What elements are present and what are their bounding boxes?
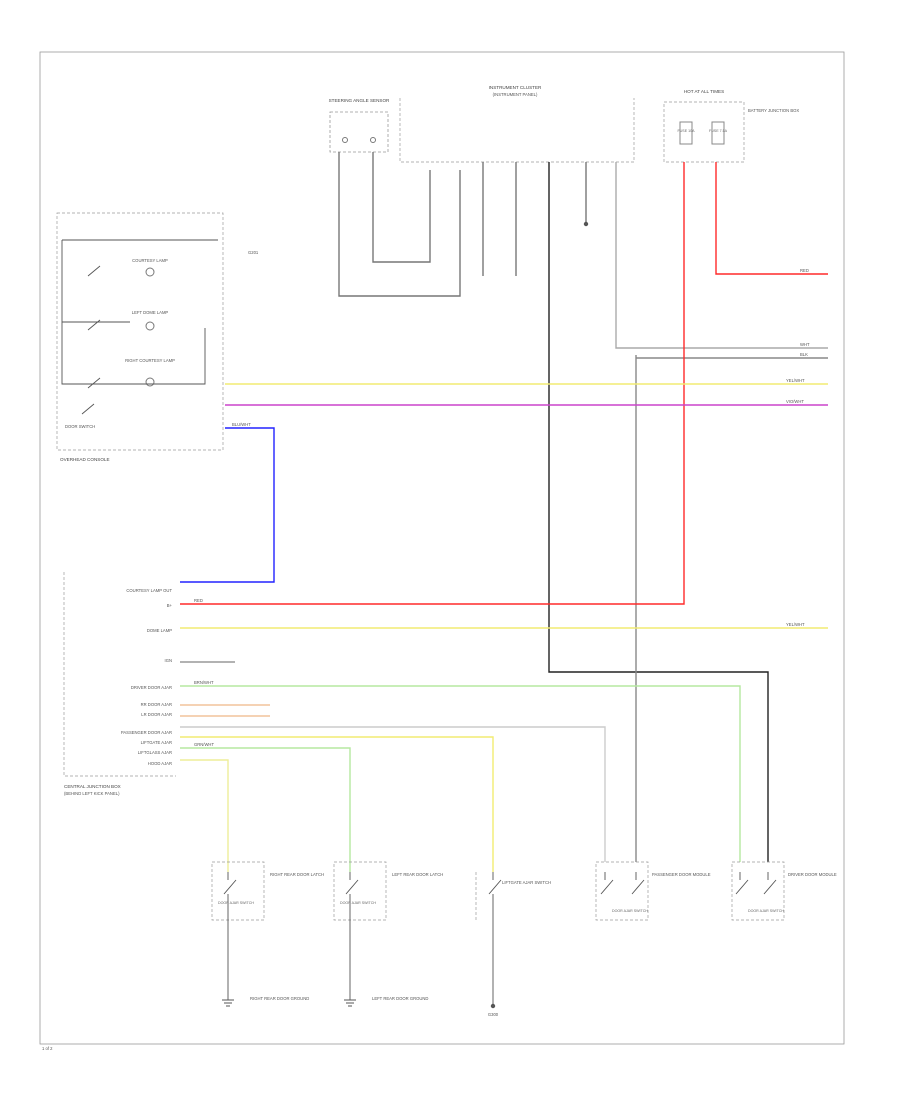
wire-red-fuse-1 [180, 162, 685, 605]
wire-label-yellow-dome: YEL/WHT [786, 622, 805, 627]
courtesy-lamp-label: COURTESY LAMP [132, 258, 168, 263]
page-frame [39, 51, 845, 1045]
wire-label-red-b-plus: RED [194, 598, 203, 603]
wire-label-black: BLK [800, 352, 808, 357]
wire-light-yellow-rr [180, 759, 229, 872]
driver-door-label: DRIVER DOOR MODULE [788, 872, 837, 877]
overhead-console: OVERHEAD CONSOLE COURTESY LAMP LEFT DOME… [56, 212, 259, 462]
pin-liftgate-ajar: LIFTGATE AJAR [141, 740, 172, 745]
left-rear-door-label: LEFT REAR DOOR LATCH [392, 872, 443, 877]
liftgate-label: LIFTGATE AJAR SWITCH [502, 880, 551, 885]
pin-rr-door-ajar: RR DOOR AJAR [141, 702, 172, 707]
ground-g201-label: G201 [248, 250, 259, 255]
left-rear-switch-label: DOOR AJAR SWITCH [340, 901, 376, 905]
wire-gray-top [615, 162, 828, 349]
instrument-cluster: INSTRUMENT CLUSTER (INSTRUMENT PANEL) [399, 85, 635, 163]
passenger-switch-label: DOOR AJAR SWITCH [612, 909, 648, 913]
right-courtesy-lamp-label: RIGHT COURTESY LAMP [125, 358, 175, 363]
wire-sensor-loop-1 [338, 152, 461, 297]
fuse-7-5a-label: FUSE 7.5A [709, 129, 728, 133]
wire-black-main [548, 162, 769, 862]
right-rear-door-label: RIGHT REAR DOOR LATCH [270, 872, 324, 877]
central-junction-sub: (BEHIND LEFT KICK PANEL) [64, 791, 120, 796]
steering-angle-sensor: STEERING ANGLE SENSOR [329, 98, 390, 153]
pin-lr-door-ajar: LR DOOR AJAR [141, 712, 172, 717]
fuse-box-label: HOT AT ALL TIMES [684, 89, 724, 94]
pin-ign: IGN [165, 658, 172, 663]
liftgate-ground-label: G300 [488, 1012, 499, 1017]
driver-switch-label: DOOR AJAR SWITCH [748, 909, 784, 913]
wire-label-violet: VIO/WHT [786, 399, 804, 404]
fuse-box-desc: BATTERY JUNCTION BOX [748, 108, 799, 113]
right-rear-ground-label: RIGHT REAR DOOR GROUND [250, 996, 309, 1001]
wire-light-pass [180, 726, 606, 862]
wire-label-blue: BLU/WHT [232, 422, 251, 427]
ic-ground-dot [583, 221, 589, 227]
door-switch-label: DOOR SWITCH [65, 424, 95, 429]
central-junction-box: CENTRAL JUNCTION BOX (BEHIND LEFT KICK P… [63, 572, 176, 796]
right-rear-switch-label: DOOR AJAR SWITCH [218, 901, 254, 905]
wire-green-driver [180, 685, 741, 862]
wire-green-lr [180, 747, 351, 872]
wire-red-fuse-2 [715, 162, 828, 275]
pin-driver-door-ajar: DRIVER DOOR AJAR [131, 685, 172, 690]
wire-label-red-fuse: RED [800, 268, 809, 273]
pin-passenger-door-ajar: PASSENGER DOOR AJAR [121, 730, 172, 735]
instrument-cluster-sub: (INSTRUMENT PANEL) [493, 92, 538, 97]
overhead-console-label: OVERHEAD CONSOLE [60, 457, 110, 462]
wire-label-yellow-top: YEL/WHT [786, 378, 805, 383]
left-rear-ground-label: LEFT REAR DOOR GROUND [372, 996, 428, 1001]
pin-courtesy-lamp-out: COURTESY LAMP OUT [126, 588, 172, 593]
wire-label-brown-driver: BRN/WHT [194, 680, 214, 685]
fuse-box: HOT AT ALL TIMES BATTERY JUNCTION BOX FU… [663, 89, 799, 163]
wire-sensor-loop-2 [372, 152, 431, 263]
pin-hood-ajar: HOOD AJAR [148, 761, 172, 766]
fuse-10a-label: FUSE 10A [678, 129, 696, 133]
page-ref: 1 of 2 [42, 1046, 53, 1051]
passenger-door-label: PASSENGER DOOR MODULE [652, 872, 711, 877]
liftgate-ajar-switch: LIFTGATE AJAR SWITCH G300 [475, 872, 551, 1017]
wire-label-white: WHT [800, 342, 810, 347]
central-junction-label: CENTRAL JUNCTION BOX [64, 784, 121, 789]
driver-door-module: DRIVER DOOR MODULE DOOR AJAR SWITCH [731, 861, 837, 921]
pin-b-plus: B+ [167, 603, 173, 608]
wire-yellow-liftgate [180, 736, 494, 872]
passenger-door-module: PASSENGER DOOR MODULE DOOR AJAR SWITCH [595, 861, 711, 921]
instrument-cluster-label: INSTRUMENT CLUSTER [489, 85, 542, 90]
steering-sensor-label: STEERING ANGLE SENSOR [329, 98, 390, 103]
pin-liftglass-ajar: LIFTGLASS AJAR [138, 750, 172, 755]
left-dome-lamp-label: LEFT DOME LAMP [132, 310, 169, 315]
right-rear-door-latch: RIGHT REAR DOOR LATCH DOOR AJAR SWITCH R… [211, 861, 324, 1007]
left-rear-door-latch: LEFT REAR DOOR LATCH DOOR AJAR SWITCH LE… [333, 861, 443, 1007]
pin-dome-lamp: DOME LAMP [147, 628, 172, 633]
wire-blue [180, 427, 275, 583]
wire-label-green: GRN/WHT [194, 742, 214, 747]
